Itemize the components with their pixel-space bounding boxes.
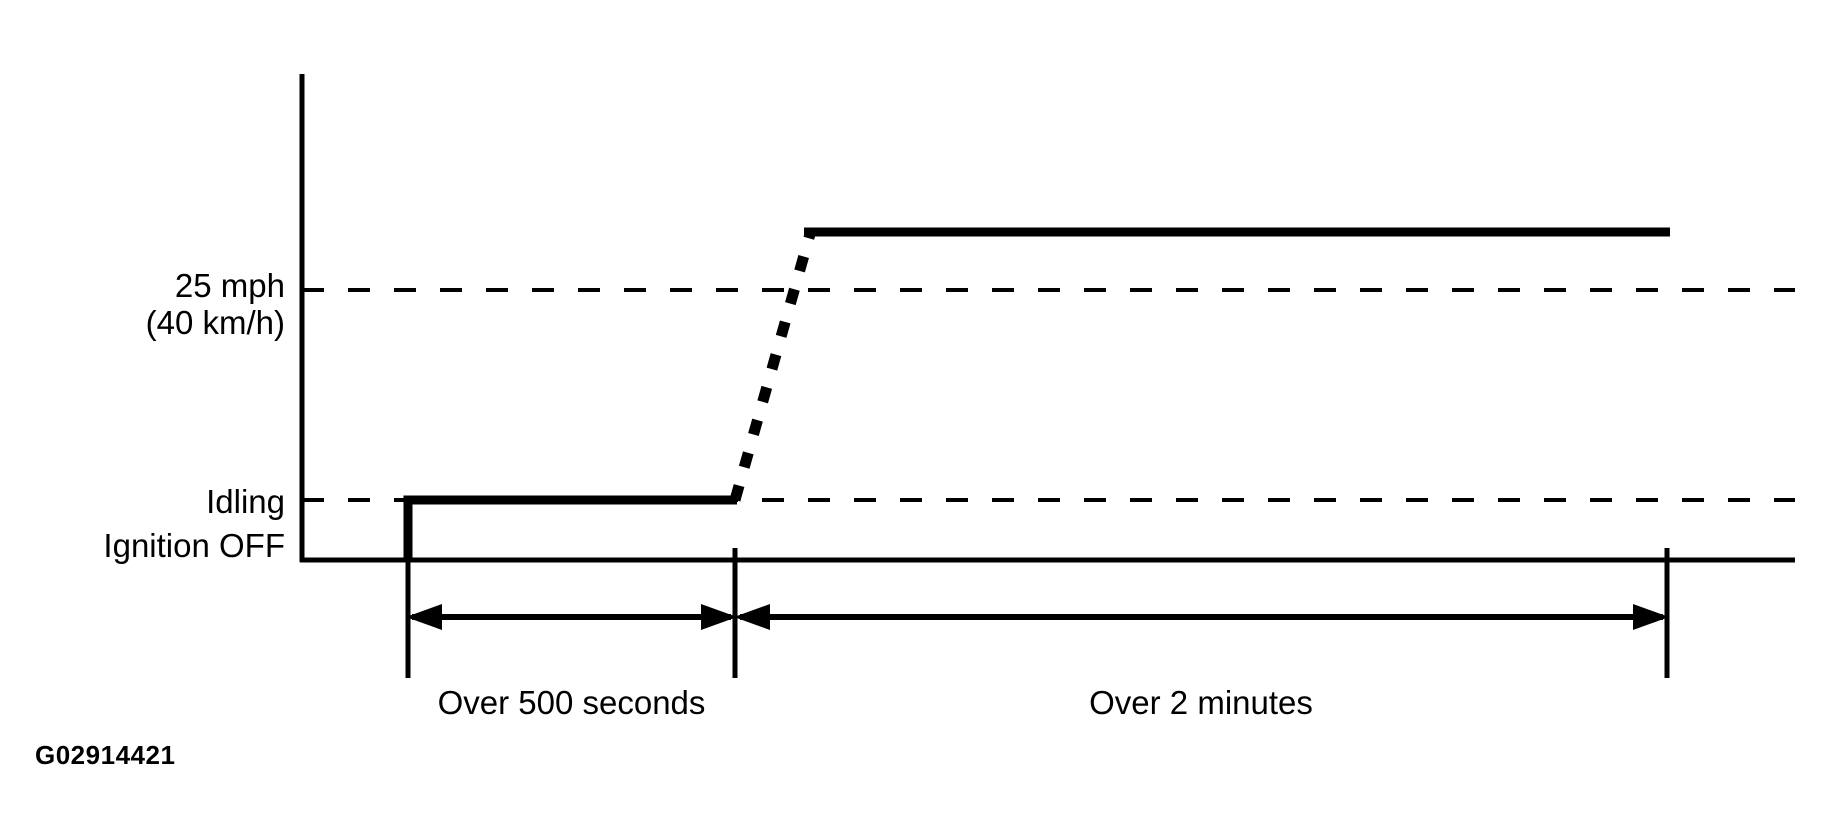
trace-acceleration-ramp [729, 232, 816, 502]
label-speed-threshold-mph: 25 mph [174, 267, 285, 304]
label-ignition-off: Ignition OFF [103, 527, 285, 564]
label-idling: Idling [206, 483, 285, 520]
label-speed-threshold-kmh: (40 km/h) [145, 303, 285, 341]
dimension-arrow-segment-2 [734, 604, 1669, 630]
label-speed-threshold: 25 mph (40 km/h) [145, 267, 285, 342]
label-duration-segment-2: Over 2 minutes [1089, 684, 1313, 721]
figure-id-label: G02914421 [35, 740, 176, 770]
label-duration-segment-1: Over 500 seconds [437, 684, 706, 721]
trace-idle-segment [403, 495, 737, 562]
dimension-arrow-segment-1 [406, 604, 737, 630]
